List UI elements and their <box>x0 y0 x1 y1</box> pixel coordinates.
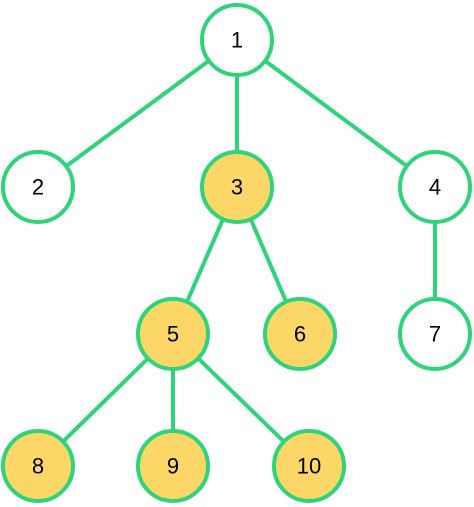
node-label-3: 3 <box>231 175 243 200</box>
node-1: 1 <box>200 3 274 77</box>
node-label-1: 1 <box>231 28 243 53</box>
node-circle-5 <box>136 297 210 371</box>
node-2: 2 <box>1 150 75 224</box>
node-3: 3 <box>200 150 274 224</box>
node-label-6: 6 <box>294 322 306 347</box>
edge-5-8 <box>61 356 150 444</box>
edge-1-4 <box>263 58 409 169</box>
node-circle-1 <box>200 3 274 77</box>
node-circle-6 <box>263 297 337 371</box>
edge-3-6 <box>248 217 289 304</box>
node-circle-2 <box>1 150 75 224</box>
node-7: 7 <box>398 297 472 371</box>
node-label-8: 8 <box>32 454 44 479</box>
node-circle-8 <box>1 429 75 503</box>
node-label-2: 2 <box>32 175 44 200</box>
node-9: 9 <box>136 429 210 503</box>
node-6: 6 <box>263 297 337 371</box>
node-circle-9 <box>136 429 210 503</box>
node-4: 4 <box>398 150 472 224</box>
node-label-9: 9 <box>167 454 179 479</box>
node-circle-4 <box>398 150 472 224</box>
node-circle-3 <box>200 150 274 224</box>
nodes-layer: 1 2 3 4 5 6 7 8 9 10 <box>1 3 472 503</box>
node-circle-7 <box>398 297 472 371</box>
edge-5-10 <box>196 356 286 444</box>
node-circle-10 <box>272 429 346 503</box>
node-label-10: 10 <box>297 454 321 479</box>
edges-layer <box>61 58 437 444</box>
edge-3-5 <box>184 217 226 304</box>
node-10: 10 <box>272 429 346 503</box>
node-label-4: 4 <box>429 175 441 200</box>
node-label-7: 7 <box>429 322 441 347</box>
node-label-5: 5 <box>167 322 179 347</box>
node-5: 5 <box>136 297 210 371</box>
edge-1-2 <box>64 58 211 169</box>
node-8: 8 <box>1 429 75 503</box>
